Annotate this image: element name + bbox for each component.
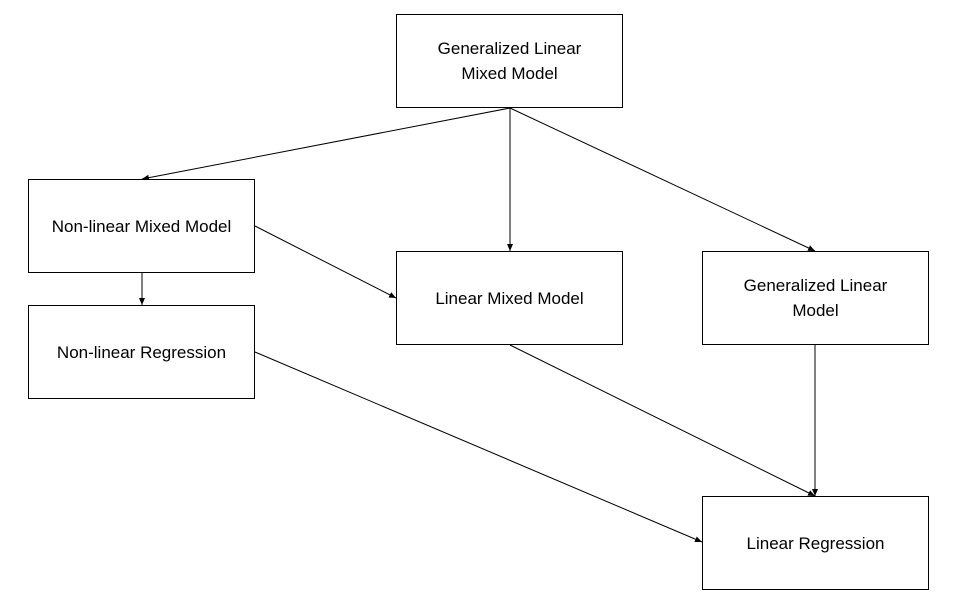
arrow-nlr-to-lr — [254, 351, 703, 543]
node-label: Non-linear Mixed Model — [51, 216, 232, 236]
node-linear-regression: Linear Regression — [702, 496, 929, 590]
arrow-glmm-to-glm — [509, 107, 816, 252]
node-linear-mixed-model: Linear Mixed Model — [396, 251, 623, 345]
arrow-nlmm-to-lmm — [254, 225, 397, 299]
node-generalized-linear-mixed-model: Generalized Linear Mixed Model — [396, 14, 623, 108]
node-label: Linear Mixed Model — [435, 288, 584, 308]
node-non-linear-regression: Non-linear Regression — [28, 305, 255, 399]
node-non-linear-mixed-model: Non-linear Mixed Model — [28, 179, 255, 273]
arrow-glmm-to-nlmm — [141, 107, 511, 181]
node-label: Generalized Linear Model — [743, 276, 888, 320]
node-label: Linear Regression — [746, 533, 885, 553]
arrow-lmm-to-lr — [509, 344, 816, 497]
node-generalized-linear-model: Generalized Linear Model — [702, 251, 929, 345]
node-label: Generalized Linear Mixed Model — [437, 39, 582, 83]
node-label: Non-linear Regression — [56, 342, 227, 362]
